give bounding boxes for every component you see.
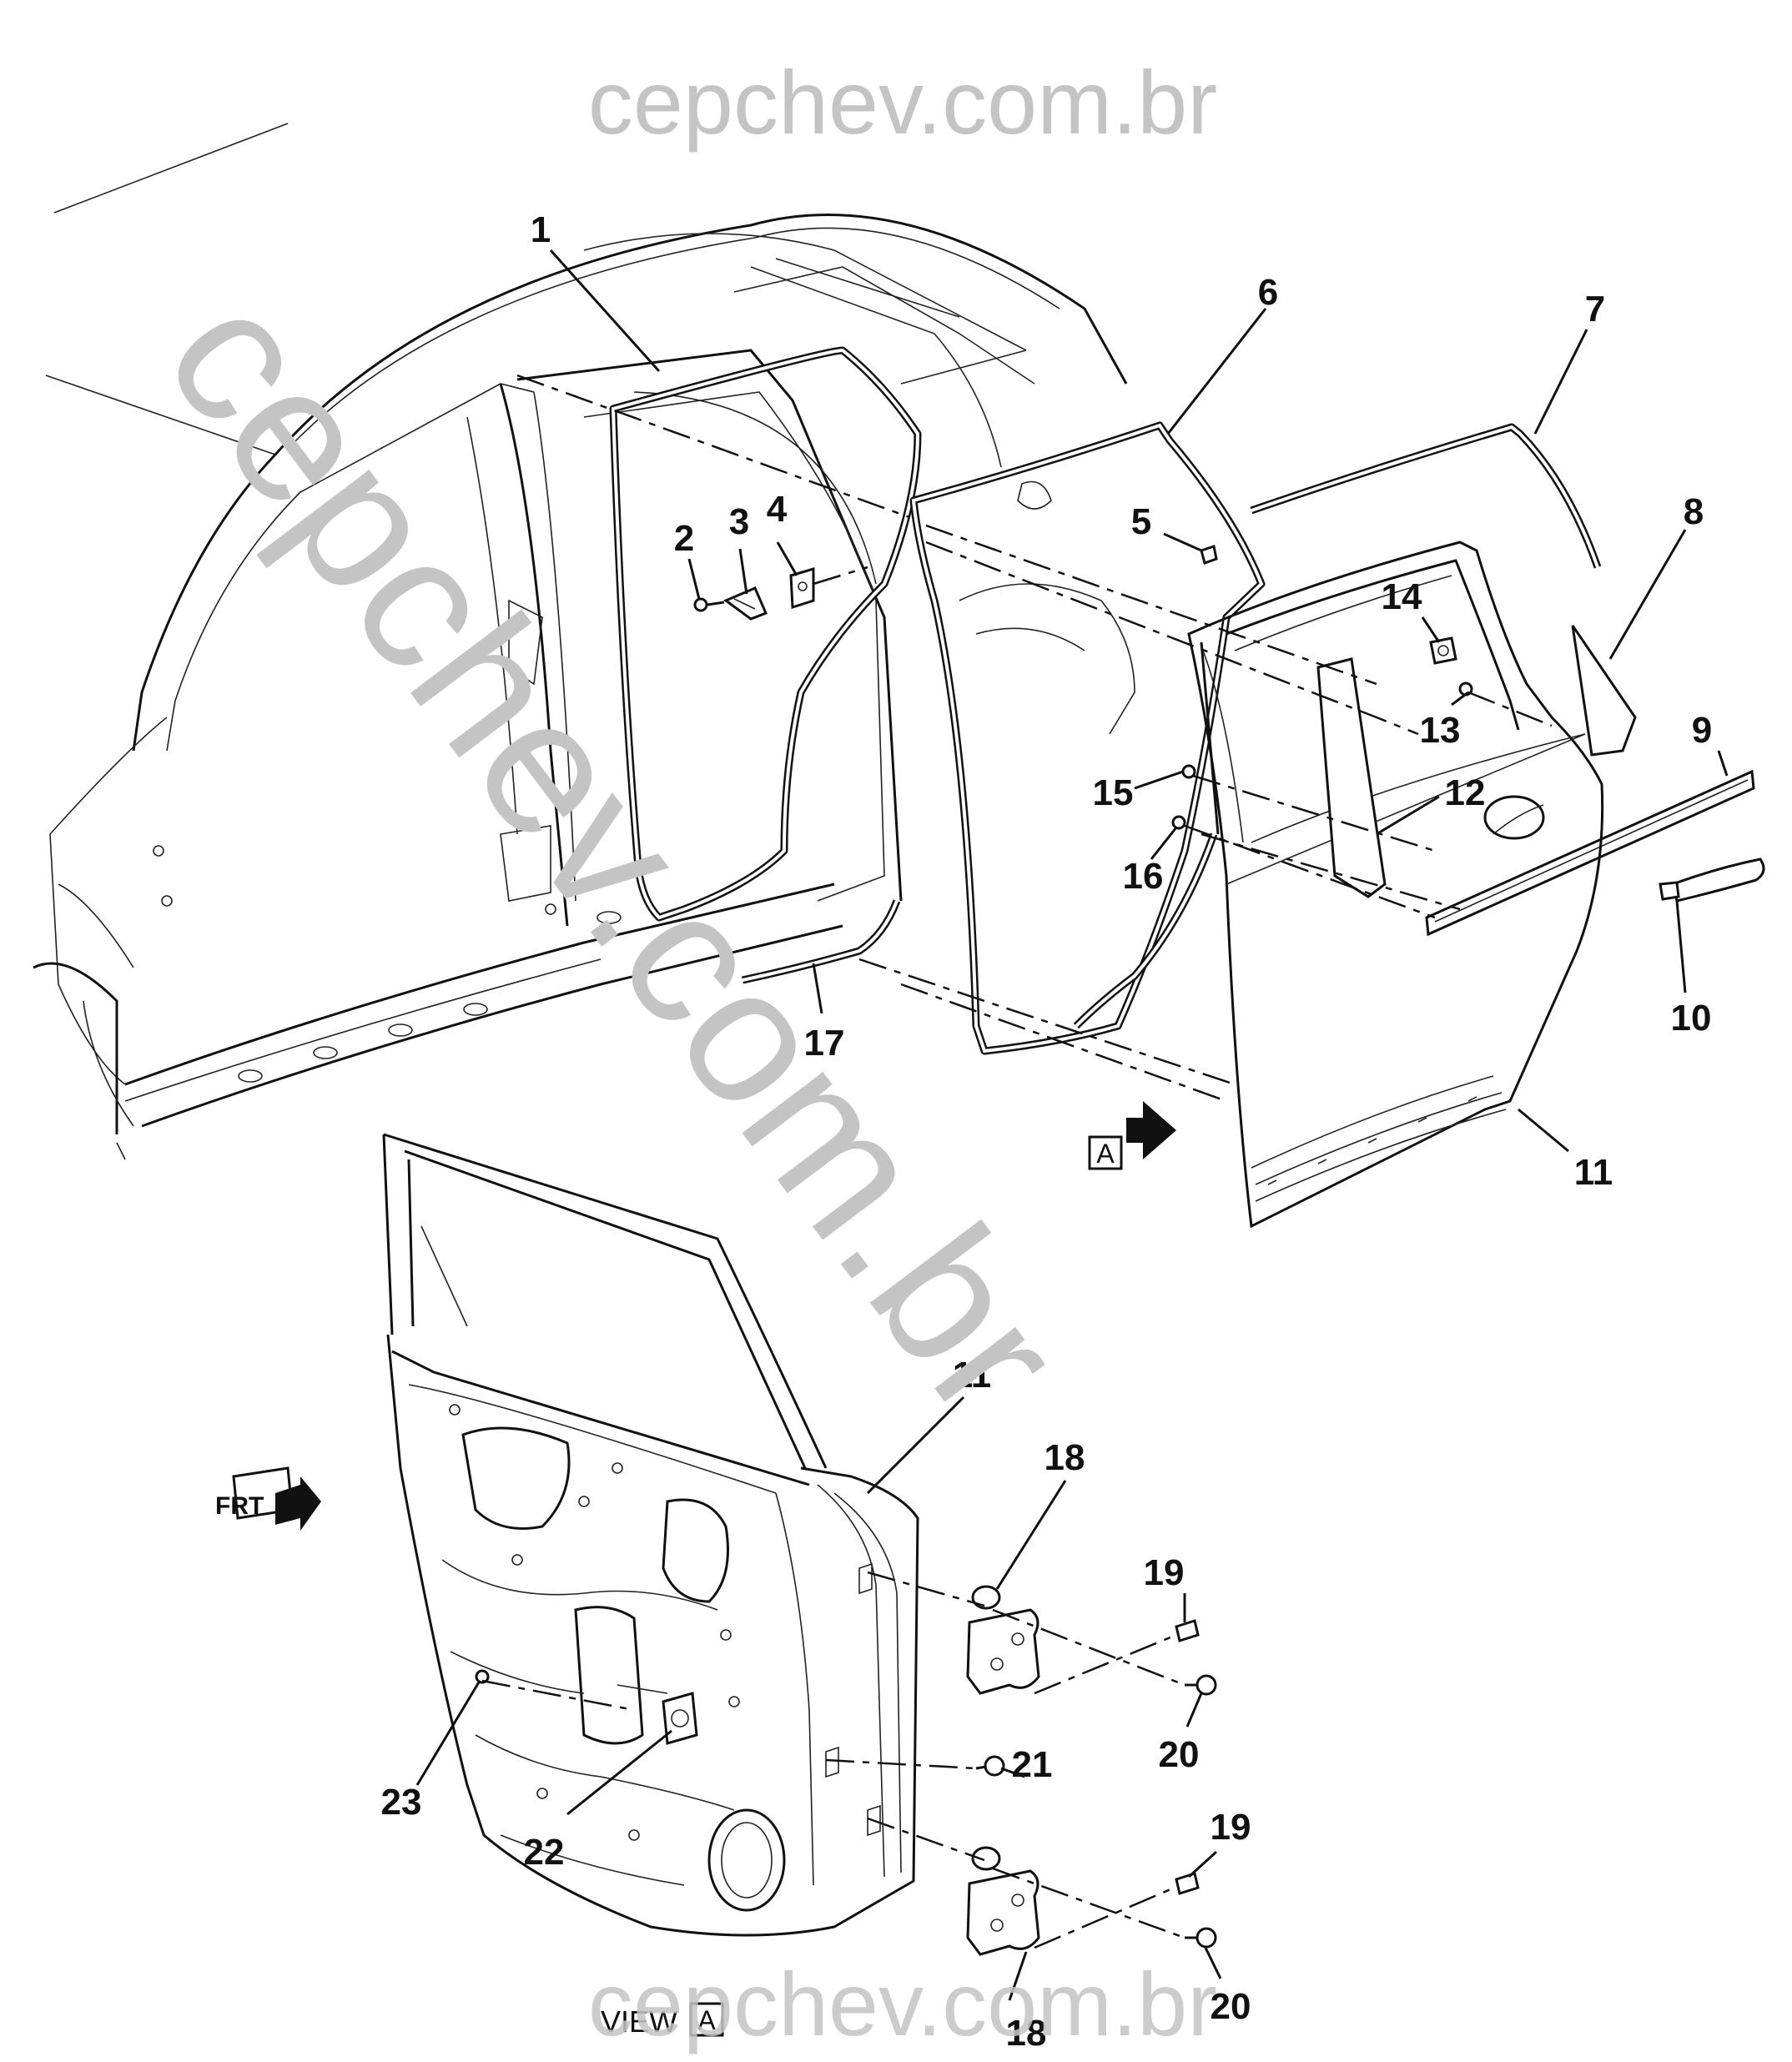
watermark-top: cepchev.com.br xyxy=(588,52,1217,153)
view-caption: VIEW A xyxy=(601,2002,724,2039)
callout-8: 8 xyxy=(1684,491,1704,532)
front-marker-label: FRT xyxy=(215,1492,264,1520)
callout-3: 3 xyxy=(729,501,749,542)
part-7-frame-molding xyxy=(1250,423,1602,569)
part-18-lower-hinge xyxy=(966,1846,1040,1956)
callout-9: 9 xyxy=(1692,710,1712,751)
part-20-upper-bolt xyxy=(1185,1674,1217,1696)
callout-21: 21 xyxy=(1012,1744,1053,1785)
callout-10: 10 xyxy=(1671,998,1712,1039)
callout-1: 1 xyxy=(531,209,551,250)
callout-19-upper: 19 xyxy=(1144,1552,1185,1593)
callout-20-lower: 20 xyxy=(1211,1986,1251,2027)
door-lower-weatherstrip xyxy=(1073,832,1218,1029)
callout-4: 4 xyxy=(767,489,788,530)
callout-15: 15 xyxy=(1093,772,1134,813)
part-8-applique xyxy=(1571,625,1637,757)
callout-11-upper: 11 xyxy=(1574,1152,1613,1193)
callout-leaders xyxy=(415,249,1729,2001)
part-1-door-opening-weatherstrip xyxy=(609,346,922,922)
part-18-upper-hinge xyxy=(966,1585,1040,1695)
part-21-bolt xyxy=(975,1755,1005,1777)
callout-7: 7 xyxy=(1585,289,1605,329)
callout-20-upper: 20 xyxy=(1159,1734,1200,1775)
callout-18-lower: 18 xyxy=(1006,2013,1047,2054)
callout-19-lower: 19 xyxy=(1211,1807,1251,1848)
part-9-belt-molding xyxy=(1425,769,1755,937)
assembly-lines xyxy=(516,374,1553,1103)
view-caption-letter: A xyxy=(697,2005,716,2035)
part-11-rear-door-outer xyxy=(1187,541,1604,1229)
part-17-lower-seal xyxy=(742,899,901,984)
vehicle-body-side xyxy=(33,123,1128,1160)
part-15-screw xyxy=(1181,764,1196,779)
view-a-marker-letter: A xyxy=(1096,1139,1115,1169)
lower-assembly-lines xyxy=(481,1571,1185,1949)
part-14-grommet xyxy=(1429,636,1457,665)
callout-16: 16 xyxy=(1123,856,1164,897)
part-19-lower-bolt xyxy=(1175,1872,1200,1895)
part-10-outside-handle xyxy=(1659,857,1765,903)
part-5-clip xyxy=(1200,545,1218,565)
callout-23: 23 xyxy=(381,1782,422,1823)
callout-11-lower: 11 xyxy=(953,1355,992,1396)
part-19-upper-bolt xyxy=(1175,1619,1200,1642)
callout-2: 2 xyxy=(674,518,694,559)
callout-14: 14 xyxy=(1382,576,1422,617)
watermark-bottom: cepchev.com.br xyxy=(588,1954,1217,2054)
part-16-screw xyxy=(1171,815,1186,830)
callout-numbers: 1 2 3 4 5 6 7 8 9 10 11 11 12 13 14 15 1… xyxy=(381,209,1713,2054)
callout-17: 17 xyxy=(804,1023,845,1064)
callout-12: 12 xyxy=(1445,772,1486,813)
callout-13: 13 xyxy=(1420,710,1461,751)
watermark-layer: cepchev.com.br cepchev.com.br cepchev.co… xyxy=(126,52,1217,2054)
part-4-bracket xyxy=(789,566,868,610)
front-direction-icon: FRT xyxy=(215,1466,321,1531)
callout-22: 22 xyxy=(524,1832,565,1873)
callout-18-upper: 18 xyxy=(1044,1437,1085,1478)
part-20-lower-bolt xyxy=(1185,1927,1217,1949)
door-inner-panel-view-a xyxy=(382,1133,919,1937)
part-2-bolt xyxy=(693,597,725,612)
view-a-marker: A xyxy=(1088,1101,1176,1170)
callout-6: 6 xyxy=(1258,272,1278,313)
callout-5: 5 xyxy=(1131,501,1151,542)
view-caption-prefix: VIEW xyxy=(601,2004,677,2039)
part-6-door-weatherstrip xyxy=(909,421,1266,1055)
